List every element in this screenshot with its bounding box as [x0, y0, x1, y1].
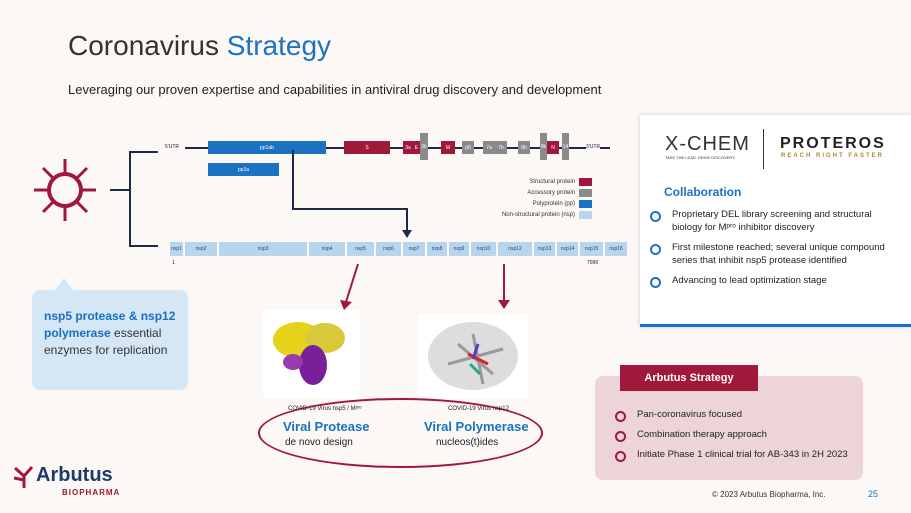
gene-box: 9b [540, 133, 547, 160]
list-item: Proprietary DEL library screening and st… [642, 208, 904, 234]
gene-box: 3b [420, 133, 428, 160]
nsp-box-nsp5: nsp5 [347, 242, 374, 256]
nsp-start-label: 1 [172, 260, 175, 266]
nsp-box-nsp2: nsp2 [185, 242, 217, 256]
pp1a-box: pp1a [208, 163, 279, 176]
nsp-box-nsp3: nsp3 [219, 242, 307, 256]
protease-structure-image [263, 310, 360, 398]
gene-box: 8b [518, 141, 530, 154]
xchem-tagline: TAKE THE LEAD. DRIVE DISCOVERY. [665, 155, 736, 160]
polymerase-desc: nucleos(t)ides [436, 437, 499, 448]
tree-icon [13, 466, 34, 488]
collaboration-panel: X-CHEM TAKE THE LEAD. DRIVE DISCOVERY. P… [640, 115, 911, 327]
protease-title: Viral Protease [283, 419, 370, 434]
proteros-tagline: REACH RIGHT FASTER [781, 153, 885, 159]
collaboration-bullets: Proprietary DEL library screening and st… [642, 208, 904, 294]
nsp-end-label: 7096 [587, 260, 599, 266]
virus-icon [34, 159, 96, 221]
target-arrows [340, 263, 510, 310]
nsp-box-nsp15: nsp15 [580, 242, 603, 256]
nsp-box-nsp10: nsp10 [471, 242, 496, 256]
list-item: First milestone reached; several unique … [642, 241, 904, 267]
nsp-box-nsp1: nsp1 [170, 242, 183, 256]
xchem-logo: X-CHEM [665, 133, 750, 155]
proteros-logo: PROTEROS [780, 135, 886, 152]
legend-accessory: Accessory protein [500, 189, 592, 197]
nsp-box-nsp8: nsp8 [427, 242, 447, 256]
nsp-box-nsp9: nsp9 [449, 242, 469, 256]
legend-polyprotein: Polyprotein (pp) [480, 200, 592, 208]
enzyme-callout: nsp5 protease & nsp12 polymerase essenti… [32, 290, 188, 390]
legend-nsp: Non-structural protein (nsp) [470, 211, 592, 219]
copyright: © 2023 Arbutus Biopharma, Inc. [712, 490, 826, 499]
polymerase-caption: COVID-19 Virus nsp12 [448, 406, 509, 412]
nsp-box-nsp7: nsp7 [403, 242, 425, 256]
gene-box: 3a [403, 141, 413, 154]
utr3-label: 3'UTR [586, 144, 601, 150]
nsp-box-nsp14: nsp14 [557, 242, 578, 256]
pp1ab-box: pp1ab [208, 141, 326, 154]
gene-box: N [547, 141, 559, 154]
strategy-bullets: Pan-coronavirus focused Combination ther… [607, 408, 857, 468]
subtitle: Leveraging our proven expertise and capa… [68, 82, 602, 97]
legend-structural: Structural protein [500, 178, 592, 186]
targets-ellipse [258, 398, 543, 468]
nsp-box-nsp16: nsp16 [605, 242, 627, 256]
nsp-box-nsp6: nsp6 [376, 242, 401, 256]
nsp-box-nsp12: nsp12 [498, 242, 532, 256]
utr5-label: 5'UTR [165, 144, 180, 150]
nsp-box-nsp4: nsp4 [309, 242, 345, 256]
protease-caption: COVID-19 Virus nsp5 / Mᵖʳᵒ [288, 406, 362, 412]
arrow-to-nsp [292, 150, 412, 238]
gene-box: 7a [483, 141, 495, 154]
list-item: Pan-coronavirus focused [607, 408, 857, 422]
polymerase-structure-image [418, 314, 528, 398]
collaboration-heading: Collaboration [664, 185, 742, 199]
page-number: 25 [868, 489, 879, 499]
protease-desc: de novo design [285, 437, 353, 448]
polymerase-title: Viral Polymerase [424, 419, 529, 434]
nsp-box-nsp13: nsp13 [534, 242, 555, 256]
strategy-heading: Arbutus Strategy [620, 365, 758, 391]
gene-box: 7b [495, 141, 507, 154]
strategy-panel: Pan-coronavirus focused Combination ther… [595, 376, 863, 480]
gene-box: E [413, 141, 420, 154]
gene-box: p6 [462, 141, 474, 154]
bracket-connector [110, 151, 158, 247]
list-item: Initiate Phase 1 clinical trial for AB-3… [607, 448, 857, 462]
gene-box: 14 [562, 133, 569, 160]
list-item: Combination therapy approach [607, 428, 857, 442]
s-box: S [344, 141, 390, 154]
list-item: Advancing to lead optimization stage [642, 274, 904, 288]
gene-box: M [441, 141, 455, 154]
page-title: Coronavirus Strategy [68, 30, 332, 61]
